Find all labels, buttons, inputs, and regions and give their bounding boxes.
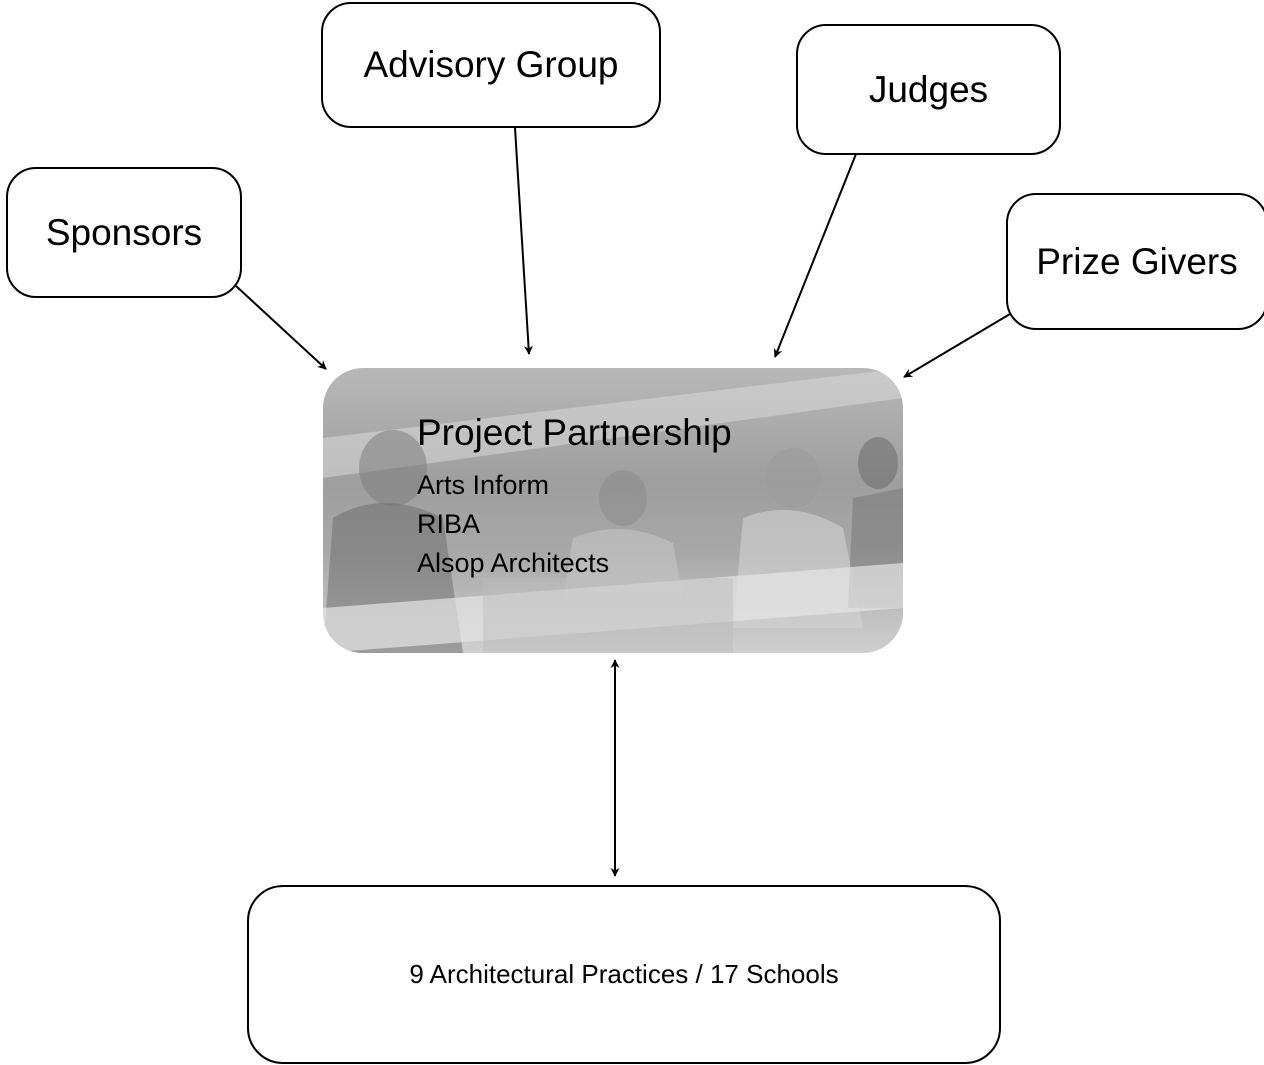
practices-schools-box: 9 Architectural Practices / 17 Schools xyxy=(247,885,1001,1064)
advisory-group-box: Advisory Group xyxy=(321,2,661,128)
arrow-sponsors-to-partnership xyxy=(235,285,327,370)
practices-schools-label: 9 Architectural Practices / 17 Schools xyxy=(409,959,839,989)
sponsors-box: Sponsors xyxy=(6,167,242,298)
partnership-background-photo xyxy=(323,368,903,653)
partnership-member: Alsop Architects xyxy=(417,548,610,578)
partnership-member: Arts Inform xyxy=(417,470,550,500)
sponsors-label: Sponsors xyxy=(45,211,203,253)
partnership-member: RIBA xyxy=(417,509,481,539)
judges-box: Judges xyxy=(796,24,1061,155)
arrow-advisory-to-partnership xyxy=(514,127,533,355)
arrow-prizegivers-to-partnership xyxy=(903,313,1011,378)
prize-givers-box: Prize Givers xyxy=(1006,193,1264,330)
partnership-members-list: Arts Inform RIBA Alsop Architects xyxy=(417,466,609,583)
prize-givers-label: Prize Givers xyxy=(1036,240,1238,282)
arrow-judges-to-partnership xyxy=(773,153,857,358)
partnership-title: Project Partnership xyxy=(417,412,732,453)
project-partnership-box: Project Partnership Arts Inform RIBA Als… xyxy=(323,368,903,653)
judges-label: Judges xyxy=(868,68,989,110)
advisory-group-label: Advisory Group xyxy=(363,44,619,85)
